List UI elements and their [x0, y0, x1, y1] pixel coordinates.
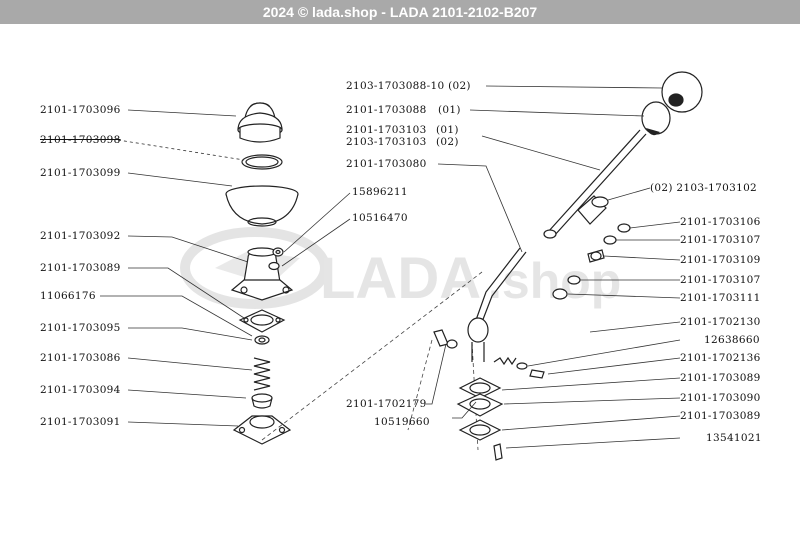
label-2101-1703092: 2101-1703092 — [40, 230, 121, 242]
label-2101-1703080: 2101-1703080 — [346, 158, 427, 170]
pin-part — [433, 329, 458, 349]
label-11066176: 11066176 — [40, 290, 96, 302]
right-leaders — [426, 85, 681, 449]
label-2101-1703094: 2101-1703094 — [40, 384, 121, 396]
label-2101-1702130: 2101-1702130 — [680, 316, 761, 328]
label-2101-1703111: 2101-1703111 — [680, 292, 761, 304]
boot-cover-part — [225, 185, 299, 227]
page-header: 2024 © lada.shop - LADA 2101-2102-B207 — [0, 0, 800, 24]
knob-01-part — [641, 101, 671, 136]
label-2101-1703099: 2101-1703099 — [40, 167, 121, 179]
label-2101-1703103: 2101-1703103 — [346, 124, 427, 136]
label-2101-1703098: 2101-1703098 — [40, 134, 121, 146]
sleeve-part — [577, 195, 609, 225]
gasket-lower-part — [458, 419, 502, 441]
watermark-suffix: .shop — [488, 253, 621, 309]
main-lever-part — [467, 247, 527, 362]
nut-1703111-part — [552, 288, 568, 300]
label-2101-1703107-b: 2101-1703107 — [680, 274, 761, 286]
watermark-brand: LADA — [320, 246, 481, 311]
nut-part — [272, 247, 284, 257]
upper-lever-rod-part — [543, 129, 647, 239]
right-assembly — [433, 71, 703, 461]
dashed-axes — [261, 271, 483, 451]
label-2103-1703088-10: 2103-1703088-10 (02) — [346, 80, 471, 92]
label-2101-1703107: 2101-1703107 — [680, 234, 761, 246]
bolt-1703109-part — [587, 249, 605, 263]
gasket-upper-part — [458, 377, 502, 399]
label-2101-1703103-variant: (01) — [436, 124, 459, 136]
knob-02-part — [661, 71, 703, 113]
small-washer-part — [268, 261, 280, 271]
label-2101-1703090: 2101-1703090 — [680, 392, 761, 404]
left-assembly — [225, 102, 299, 445]
label-2101-1703089: 2101-1703089 — [40, 262, 121, 274]
label-2103-1703103: 2103-1703103 — [346, 136, 427, 148]
label-2101-1703088-variant: (01) — [438, 104, 461, 116]
bushing-1703107b-part — [567, 275, 581, 285]
label-2101-1703106: 2101-1703106 — [680, 216, 761, 228]
spring-ring-part — [241, 154, 283, 170]
base-plate-part — [232, 415, 292, 445]
label-10519660: 10519660 — [374, 416, 430, 428]
label-15896211: 15896211 — [352, 186, 408, 198]
label-2101-1703095: 2101-1703095 — [40, 322, 121, 334]
small-bolt-part — [493, 443, 503, 461]
left-leaders — [100, 109, 351, 427]
spring-cup-part — [251, 393, 273, 409]
bushing-1703107-part — [603, 235, 617, 245]
header-title: 2024 © lada.shop - LADA 2101-2102-B207 — [262, 4, 538, 20]
label-2101-1703109: 2101-1703109 — [680, 254, 761, 266]
label-2101-1703086: 2101-1703086 — [40, 352, 121, 364]
spring-part — [253, 357, 271, 391]
watermark-logo-ring — [180, 227, 330, 309]
label-2101-1703088: 2101-1703088 — [346, 104, 427, 116]
plate-part — [456, 393, 504, 417]
label-2101-1703096: 2101-1703096 — [40, 104, 121, 116]
screw-part — [529, 369, 545, 379]
label-10516470: 10516470 — [352, 212, 408, 224]
label-2103-1703102: (02) 2103-1703102 — [650, 182, 758, 194]
label-12638660: 12638660 — [704, 334, 760, 346]
latch-spring-part — [493, 356, 528, 370]
label-13541021: 13541021 — [706, 432, 762, 444]
label-2101-1703091: 2101-1703091 — [40, 416, 121, 428]
watermark: LADA .shop — [180, 227, 621, 311]
label-2101-1703089-b: 2101-1703089 — [680, 372, 761, 384]
gasket-part — [238, 309, 286, 333]
label-2103-1703103-variant: (02) — [436, 136, 459, 148]
bushing-1703106-part — [617, 223, 631, 233]
lever-housing-part — [230, 247, 294, 301]
rubber-boot-part — [237, 102, 283, 143]
label-2101-1702179: 2101-1702179 — [346, 398, 427, 410]
label-2101-1703089-c: 2101-1703089 — [680, 410, 761, 422]
label-2101-1702136: 2101-1702136 — [680, 352, 761, 364]
washer-part — [254, 335, 270, 345]
